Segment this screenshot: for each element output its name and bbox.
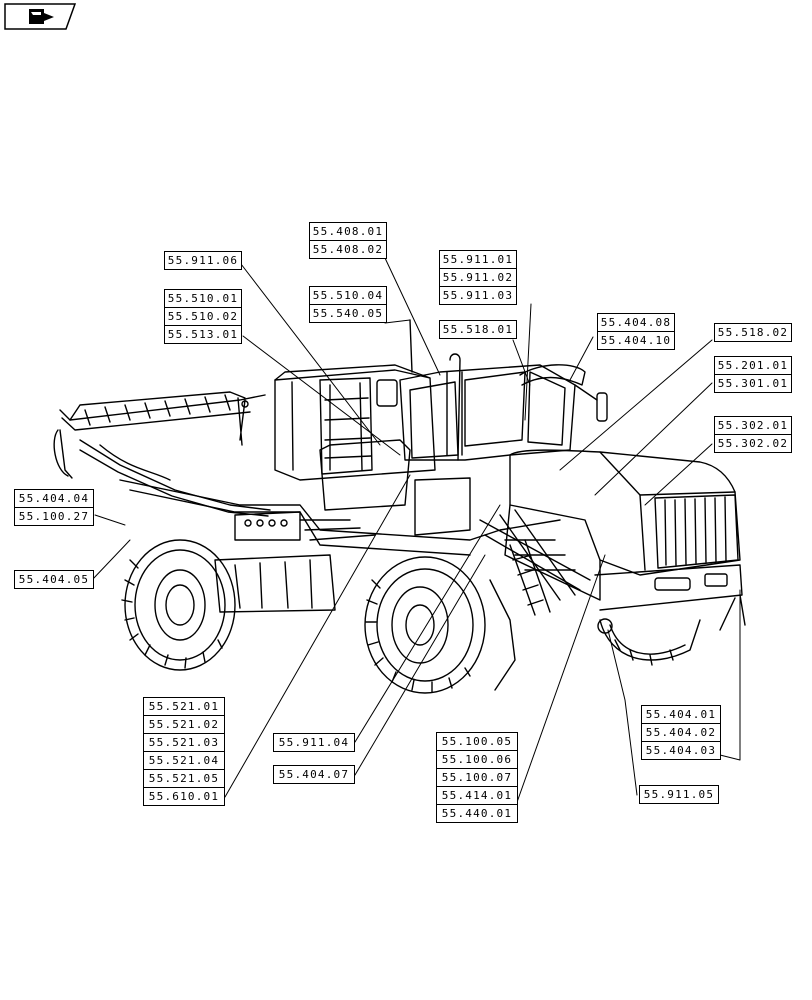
part-code: 55.911.05 [643,788,715,801]
part-code: 55.404.02 [642,723,720,741]
part-code: 55.513.01 [165,325,241,343]
callout-55-510-01[interactable]: 55.510.01 55.510.02 55.513.01 [164,289,242,344]
part-code: 55.404.04 [18,492,90,505]
callout-55-518-01[interactable]: 55.518.01 [439,320,517,339]
access-ladder [509,539,551,616]
part-code: 55.100.07 [437,768,517,786]
part-code: 55.510.04 [312,289,384,302]
callout-55-911-06[interactable]: 55.911.06 [164,251,242,270]
arrow-return-icon [29,9,54,24]
part-code: 55.408.02 [310,240,386,258]
nav-tag[interactable] [4,3,76,30]
part-code: 55.301.01 [715,374,791,392]
part-code: 55.408.01 [312,225,384,238]
part-code: 55.100.06 [437,750,517,768]
part-code: 55.911.06 [167,254,239,267]
front-right-wheel [597,618,701,666]
part-code: 55.404.01 [645,708,717,721]
chassis [119,439,591,613]
part-code: 55.510.01 [167,292,239,305]
part-code: 55.414.01 [437,786,517,804]
part-code: 55.518.02 [717,326,789,339]
part-code: 55.911.02 [440,268,516,286]
callout-55-521-01[interactable]: 55.521.01 55.521.02 55.521.03 55.521.04 … [143,697,225,806]
part-code: 55.911.01 [442,253,514,266]
part-code: 55.404.03 [642,741,720,759]
front-left-wheel [364,556,516,694]
callout-55-404-04[interactable]: 55.404.04 55.100.27 [14,489,94,526]
part-code: 55.100.05 [441,735,513,748]
callout-55-404-08[interactable]: 55.404.08 55.404.10 [597,313,675,350]
part-code: 55.510.02 [165,307,241,325]
callout-55-404-07[interactable]: 55.404.07 [273,765,355,784]
callout-55-911-04[interactable]: 55.911.04 [273,733,355,752]
leader-lines [91,257,741,806]
callout-55-302-01[interactable]: 55.302.01 55.302.02 [714,416,792,453]
part-code: 55.911.03 [440,286,516,304]
rear-left-wheel [121,539,236,671]
part-code: 55.610.01 [144,787,224,805]
callout-55-404-05[interactable]: 55.404.05 [14,570,94,589]
part-code: 55.521.01 [148,700,220,713]
part-code: 55.521.03 [144,733,224,751]
callout-55-201-01[interactable]: 55.201.01 55.301.01 [714,356,792,393]
part-code: 55.521.04 [144,751,224,769]
part-code: 55.440.01 [437,804,517,822]
operator-cab [376,319,608,461]
callout-55-404-01[interactable]: 55.404.01 55.404.02 55.404.03 [641,705,721,760]
engine-hood [504,449,746,631]
part-code: 55.521.05 [144,769,224,787]
callout-55-911-01[interactable]: 55.911.01 55.911.02 55.911.03 [439,250,517,305]
callout-55-100-05[interactable]: 55.100.05 55.100.06 55.100.07 55.414.01 … [436,732,518,823]
part-code: 55.404.10 [598,331,674,349]
part-code: 55.540.05 [310,304,386,322]
part-code: 55.518.01 [442,323,514,336]
part-code: 55.521.02 [144,715,224,733]
callout-55-510-04[interactable]: 55.510.04 55.540.05 [309,286,387,323]
part-code: 55.404.05 [18,573,90,586]
part-code: 55.302.02 [715,434,791,452]
callout-55-408[interactable]: 55.408.01 55.408.02 [309,222,387,259]
part-code: 55.100.27 [15,507,93,525]
part-code: 55.911.04 [278,736,350,749]
part-code: 55.302.01 [717,419,789,432]
part-code: 55.201.01 [717,359,789,372]
callout-55-911-05[interactable]: 55.911.05 [639,785,719,804]
part-code: 55.404.07 [278,768,350,781]
callout-55-518-02[interactable]: 55.518.02 [714,323,792,342]
part-code: 55.404.08 [600,316,672,329]
folded-boom [53,391,271,517]
